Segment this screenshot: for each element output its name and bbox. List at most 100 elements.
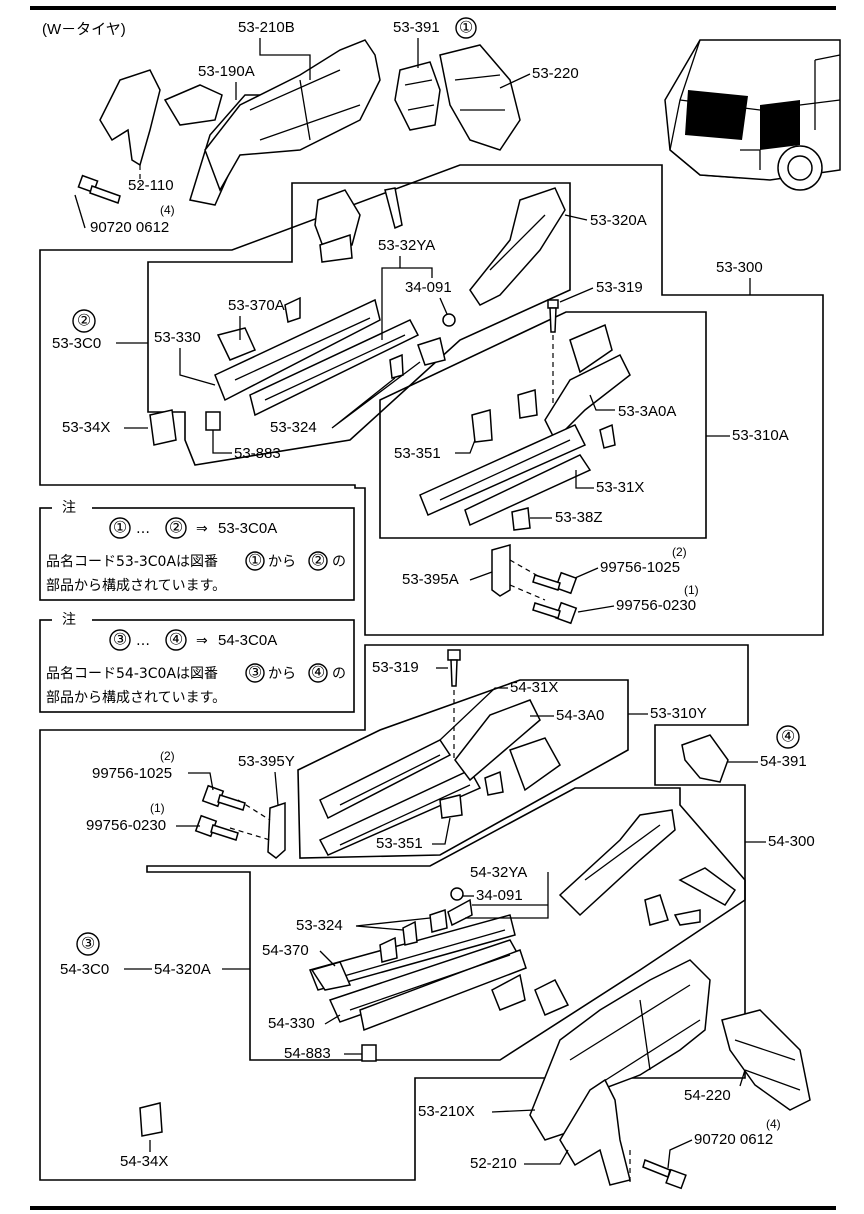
label-99756-1025-top-qty: (2): [672, 545, 687, 559]
label-53-190A: 53-190A: [198, 63, 255, 80]
note-1-code: 53-3C0A: [218, 520, 277, 537]
part-bolt-53-319-bot: [447, 649, 461, 687]
part-clip-53-3A0A-small: [599, 423, 616, 449]
part-panel-53-210X: [529, 959, 711, 1141]
label-54-32YA: 54-32YA: [470, 864, 527, 881]
note-2-line1-mid: から: [268, 666, 296, 682]
note-1-title: 注: [62, 500, 76, 516]
part-bracket-53-351-bot: [439, 770, 504, 819]
group-1-badge: [455, 17, 477, 39]
part-panel-53-220: [439, 44, 521, 151]
label-34-091-bot: 34-091: [476, 887, 523, 904]
group-4-number: ④: [781, 729, 795, 746]
note-2-title: 注: [62, 612, 76, 628]
part-bolt-53-319-top: [547, 299, 559, 333]
note-1-from: ①: [113, 520, 127, 537]
part-rail-54-320A: [558, 809, 676, 917]
note-2-arrow: ⇒: [196, 633, 208, 649]
part-rail-53-320A: [469, 187, 566, 306]
note-1-line1-b: ②: [311, 553, 325, 570]
label-99756-0230-bot-qty: (1): [150, 801, 165, 815]
part-stay-53-395Y: [267, 801, 286, 859]
part-bracket-54-320A-right: [644, 867, 737, 926]
note-1-line1-mid: から: [268, 554, 296, 570]
label-53-34X: 53-34X: [62, 419, 110, 436]
part-bracket-54-32YA: [447, 898, 473, 927]
part-bracket-53-38Z: [511, 507, 531, 531]
part-bracket-54-370: [310, 936, 398, 991]
note-2-line1-a: ③: [248, 665, 262, 682]
group-53-310Y-outline: [297, 679, 629, 859]
part-nut-34-091-bot: [450, 887, 464, 901]
part-bracket-53-34X: [149, 409, 177, 446]
variant-label: (W－タイヤ): [42, 21, 126, 38]
note-2: 注 ③ … ④ ⇒ 54-3C0A 品名コード54-3C0Aは図番 ③ から ④…: [39, 608, 355, 713]
label-53-324-top: 53-324: [270, 419, 317, 436]
part-clip-54-883: [361, 1044, 377, 1062]
part-nut-34-091-top: [442, 313, 456, 327]
label-54-391: 54-391: [760, 753, 807, 770]
part-bracket-top-53-320A: [314, 187, 403, 263]
part-panel-53-210B: [204, 39, 381, 192]
note-1: 注 ① … ② ⇒ 53-3C0A 品名コード53-3C0Aは図番 ① から ②…: [39, 496, 355, 601]
part-rail-54-3A0: [454, 699, 561, 792]
label-99756-1025-top: 99756-1025: [600, 559, 680, 576]
label-54-300: 54-300: [768, 833, 815, 850]
part-panel-54-220: [721, 1009, 811, 1111]
label-99756-0230-top: 99756-0230: [616, 597, 696, 614]
label-53-395A: 53-395A: [402, 571, 459, 588]
bottom-rule: [30, 1206, 836, 1210]
group-3-code: 54-3C0: [60, 961, 109, 978]
label-99756-0230-bot: 99756-0230: [86, 817, 166, 834]
note-2-to: ④: [169, 632, 183, 649]
group-2-badge: [72, 309, 96, 333]
label-54-320A: 54-320A: [154, 961, 211, 978]
label-53-310Y: 53-310Y: [650, 705, 707, 722]
note-1-line1: 品名コード53-3C0Aは図番: [46, 554, 218, 570]
label-53-351-bot: 53-351: [376, 835, 423, 852]
label-53-391: 53-391: [393, 19, 440, 36]
label-90720-top-qty: (4): [160, 203, 175, 217]
label-34-091-top: 34-091: [405, 279, 452, 296]
label-53-324-bot: 53-324: [296, 917, 343, 934]
label-99756-1025-bot-qty: (2): [160, 749, 175, 763]
part-member-53-31X: [419, 424, 592, 527]
bolt-90720-bot: [642, 1158, 687, 1190]
group-2-outline: [39, 164, 824, 636]
label-53-31X: 53-31X: [596, 479, 644, 496]
note-2-from: ③: [113, 632, 127, 649]
note-1-arrow: ⇒: [196, 521, 208, 537]
label-53-351-top: 53-351: [394, 445, 441, 462]
label-53-300: 53-300: [716, 259, 763, 276]
label-54-370: 54-370: [262, 942, 309, 959]
note-1-line1-post: の: [332, 554, 346, 570]
label-54-3A0: 54-3A0: [556, 707, 604, 724]
label-53-395Y: 53-395Y: [238, 753, 295, 770]
group-1-number: ①: [459, 20, 473, 37]
note-1-line1-a: ①: [248, 553, 262, 570]
part-bracket-53-324: [389, 337, 446, 379]
vehicle-illustration: [664, 39, 841, 191]
label-53-220: 53-220: [532, 65, 579, 82]
group-3-outline: [39, 644, 749, 1181]
label-99756-1025-bot: 99756-1025: [92, 765, 172, 782]
part-fender-shape-52-110: [99, 69, 161, 167]
label-53-319-bot: 53-319: [372, 659, 419, 676]
note-2-line1-post: の: [332, 666, 346, 682]
label-90720-bot-qty: (4): [766, 1117, 781, 1131]
group-2-code: 53-3C0: [52, 335, 101, 352]
label-53-32YA: 53-32YA: [378, 237, 435, 254]
part-clip-53-883: [205, 411, 221, 431]
part-rail-53-3A0A: [544, 323, 631, 442]
part-bolt-99756-top: [532, 571, 578, 625]
label-53-38Z: 53-38Z: [555, 509, 603, 526]
part-bracket-53-351-top: [471, 389, 538, 443]
label-53-319-top: 53-319: [596, 279, 643, 296]
note-1-dots: …: [136, 521, 150, 537]
part-bracket-53-324-bot: [402, 908, 448, 946]
label-53-320A: 53-320A: [590, 212, 647, 229]
label-53-883: 53-883: [234, 445, 281, 462]
part-bracket-54-391: [681, 734, 729, 783]
label-53-3A0A: 53-3A0A: [618, 403, 676, 420]
group-2-number: ②: [77, 313, 91, 330]
